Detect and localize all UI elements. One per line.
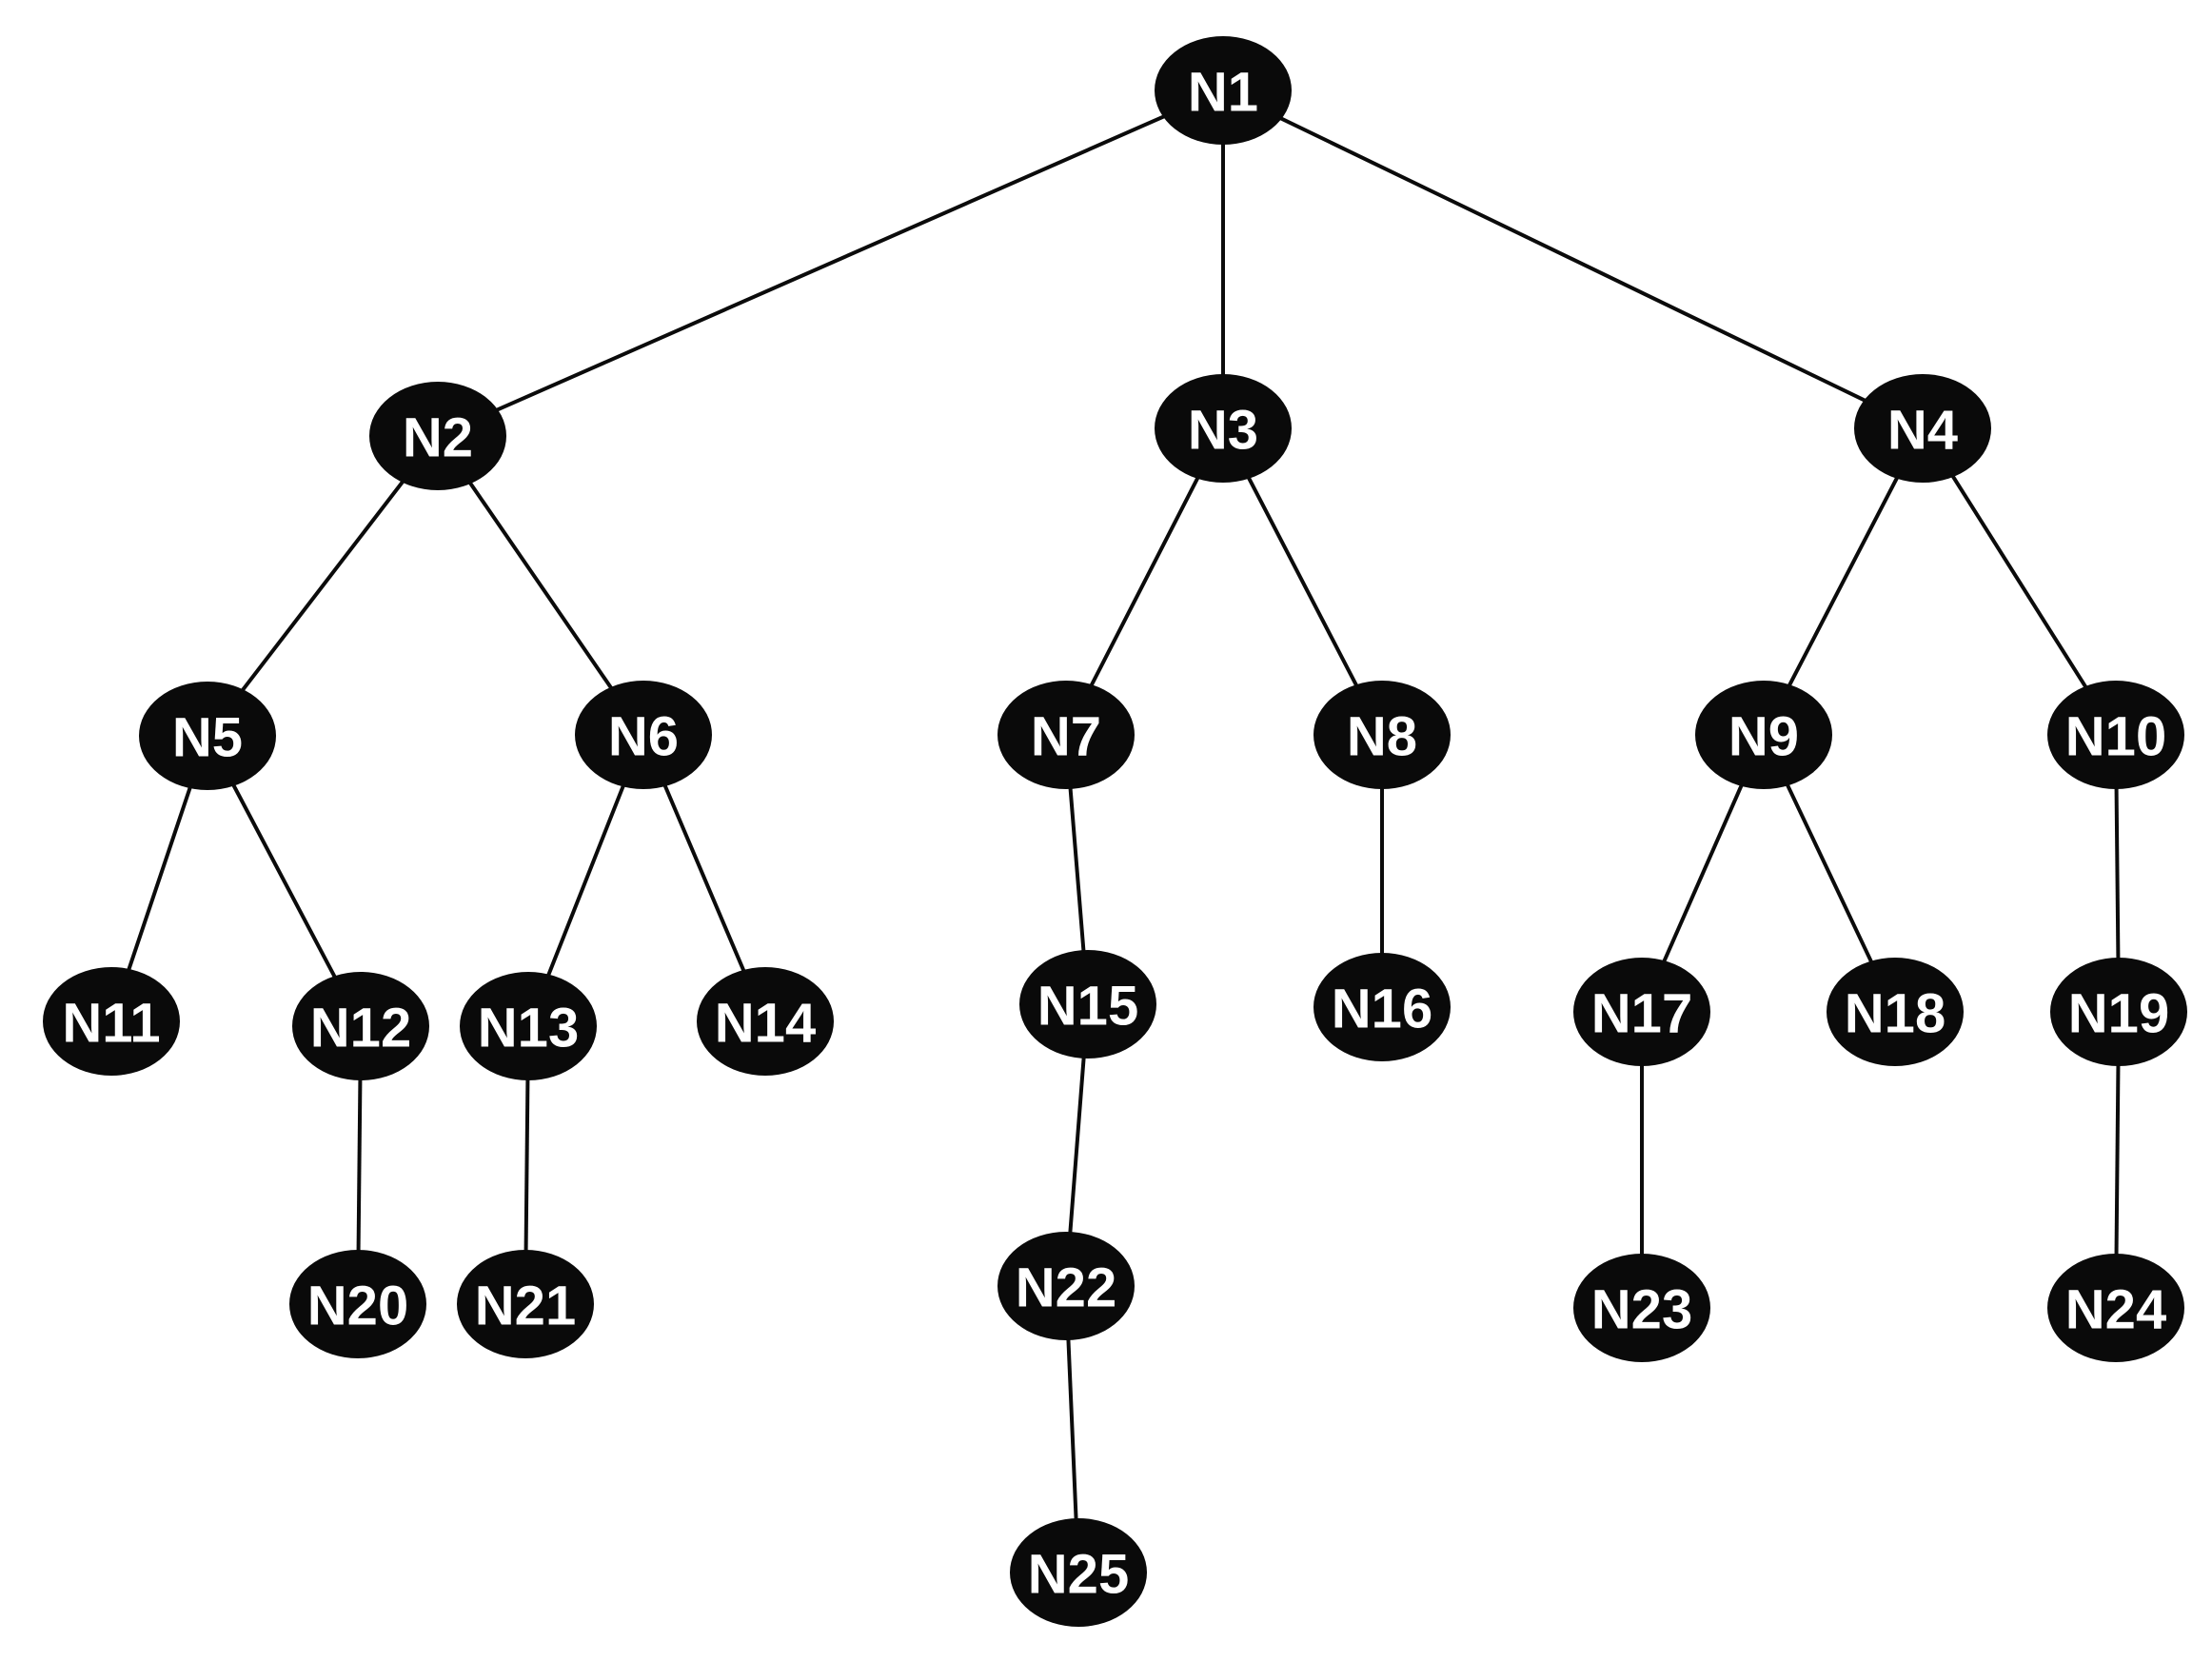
node-shape-n18[interactable] <box>1827 958 1964 1066</box>
node-shape-n7[interactable] <box>997 681 1135 789</box>
node-label-n18: N18 <box>1845 983 1945 1045</box>
node-shape-n8[interactable] <box>1313 681 1451 789</box>
node-n13[interactable]: N13 <box>460 972 597 1080</box>
node-shape-n22[interactable] <box>997 1232 1135 1340</box>
node-shape-n25[interactable] <box>1010 1518 1147 1627</box>
node-label-n23: N23 <box>1591 1279 1692 1341</box>
node-label-n24: N24 <box>2065 1279 2166 1341</box>
edge-n2-n6 <box>465 477 616 694</box>
edge-n3-n7 <box>1087 472 1202 691</box>
node-n6[interactable]: N6 <box>575 681 712 789</box>
edge-n7-n15 <box>1068 782 1086 957</box>
node-n8[interactable]: N8 <box>1313 681 1451 789</box>
node-n25[interactable]: N25 <box>1010 1518 1147 1627</box>
edge-n9-n17 <box>1660 780 1746 967</box>
node-n22[interactable]: N22 <box>997 1232 1135 1340</box>
node-n7[interactable]: N7 <box>997 681 1135 789</box>
node-label-n6: N6 <box>608 706 679 768</box>
node-shape-n1[interactable] <box>1155 36 1292 145</box>
node-label-n16: N16 <box>1332 979 1432 1040</box>
edge-n5-n11 <box>125 782 194 976</box>
node-shape-n16[interactable] <box>1313 953 1451 1061</box>
edge-n4-n10 <box>1948 470 2090 693</box>
node-shape-n11[interactable] <box>43 967 180 1076</box>
node-label-n2: N2 <box>403 407 473 469</box>
node-label-n22: N22 <box>1016 1257 1116 1319</box>
edge-n3-n8 <box>1244 472 1361 691</box>
node-n1[interactable]: N1 <box>1155 36 1292 145</box>
node-label-n5: N5 <box>172 707 243 769</box>
edge-n6-n13 <box>544 781 627 980</box>
node-n9[interactable]: N9 <box>1695 681 1832 789</box>
node-n2[interactable]: N2 <box>369 382 506 490</box>
edge-n22-n25 <box>1066 1334 1078 1525</box>
node-shape-n6[interactable] <box>575 681 712 789</box>
node-n11[interactable]: N11 <box>43 967 180 1076</box>
edge-n10-n19 <box>2114 782 2121 964</box>
node-shape-n2[interactable] <box>369 382 506 490</box>
node-n17[interactable]: N17 <box>1573 958 1710 1066</box>
node-shape-n20[interactable] <box>289 1250 426 1358</box>
node-n16[interactable]: N16 <box>1313 953 1451 1061</box>
node-shape-n10[interactable] <box>2047 681 2184 789</box>
node-n24[interactable]: N24 <box>2047 1254 2184 1362</box>
node-n15[interactable]: N15 <box>1019 950 1156 1059</box>
node-n20[interactable]: N20 <box>289 1250 426 1358</box>
node-label-n3: N3 <box>1188 400 1258 462</box>
node-n19[interactable]: N19 <box>2050 958 2187 1066</box>
node-label-n1: N1 <box>1188 62 1258 124</box>
node-shape-n13[interactable] <box>460 972 597 1080</box>
node-label-n9: N9 <box>1728 706 1799 768</box>
node-shape-n3[interactable] <box>1155 374 1292 483</box>
node-n23[interactable]: N23 <box>1573 1254 1710 1362</box>
node-shape-n15[interactable] <box>1019 950 1156 1059</box>
node-n14[interactable]: N14 <box>697 967 834 1076</box>
node-n12[interactable]: N12 <box>292 972 429 1080</box>
edge-n2-n5 <box>238 476 407 696</box>
node-label-n25: N25 <box>1028 1544 1129 1606</box>
node-n3[interactable]: N3 <box>1155 374 1292 483</box>
node-n5[interactable]: N5 <box>139 682 276 790</box>
edge-n4-n9 <box>1785 472 1902 691</box>
node-shape-n12[interactable] <box>292 972 429 1080</box>
node-shape-n14[interactable] <box>697 967 834 1076</box>
edge-n6-n14 <box>661 780 748 977</box>
node-label-n21: N21 <box>475 1276 576 1337</box>
edge-n5-n12 <box>229 780 339 982</box>
node-label-n17: N17 <box>1591 983 1692 1045</box>
edge-n15-n22 <box>1067 1052 1087 1238</box>
edge-n9-n18 <box>1783 780 1876 967</box>
node-shape-n21[interactable] <box>457 1250 594 1358</box>
node-label-n7: N7 <box>1031 706 1101 768</box>
node-label-n14: N14 <box>715 993 816 1055</box>
node-label-n15: N15 <box>1037 976 1138 1038</box>
node-n10[interactable]: N10 <box>2047 681 2184 789</box>
node-label-n11: N11 <box>62 993 160 1055</box>
node-shape-n23[interactable] <box>1573 1254 1710 1362</box>
node-shape-n17[interactable] <box>1573 958 1710 1066</box>
node-n18[interactable]: N18 <box>1827 958 1964 1066</box>
node-shape-n5[interactable] <box>139 682 276 790</box>
node-label-n13: N13 <box>478 998 579 1059</box>
edge-n13-n21 <box>523 1074 530 1256</box>
node-label-n19: N19 <box>2068 983 2169 1045</box>
node-label-n10: N10 <box>2065 706 2166 768</box>
node-label-n12: N12 <box>310 998 411 1059</box>
node-label-n8: N8 <box>1347 706 1417 768</box>
edge-n1-n2 <box>491 112 1170 414</box>
node-n4[interactable]: N4 <box>1854 374 1991 483</box>
edge-n19-n24 <box>2114 1059 2121 1260</box>
edge-n1-n4 <box>1275 114 1870 405</box>
node-label-n20: N20 <box>307 1276 408 1337</box>
node-shape-n24[interactable] <box>2047 1254 2184 1362</box>
node-shape-n19[interactable] <box>2050 958 2187 1066</box>
node-shape-n4[interactable] <box>1854 374 1991 483</box>
node-label-n4: N4 <box>1887 400 1958 462</box>
node-n21[interactable]: N21 <box>457 1250 594 1358</box>
edges-layer <box>125 112 2121 1525</box>
node-shape-n9[interactable] <box>1695 681 1832 789</box>
edge-n12-n20 <box>356 1074 363 1256</box>
